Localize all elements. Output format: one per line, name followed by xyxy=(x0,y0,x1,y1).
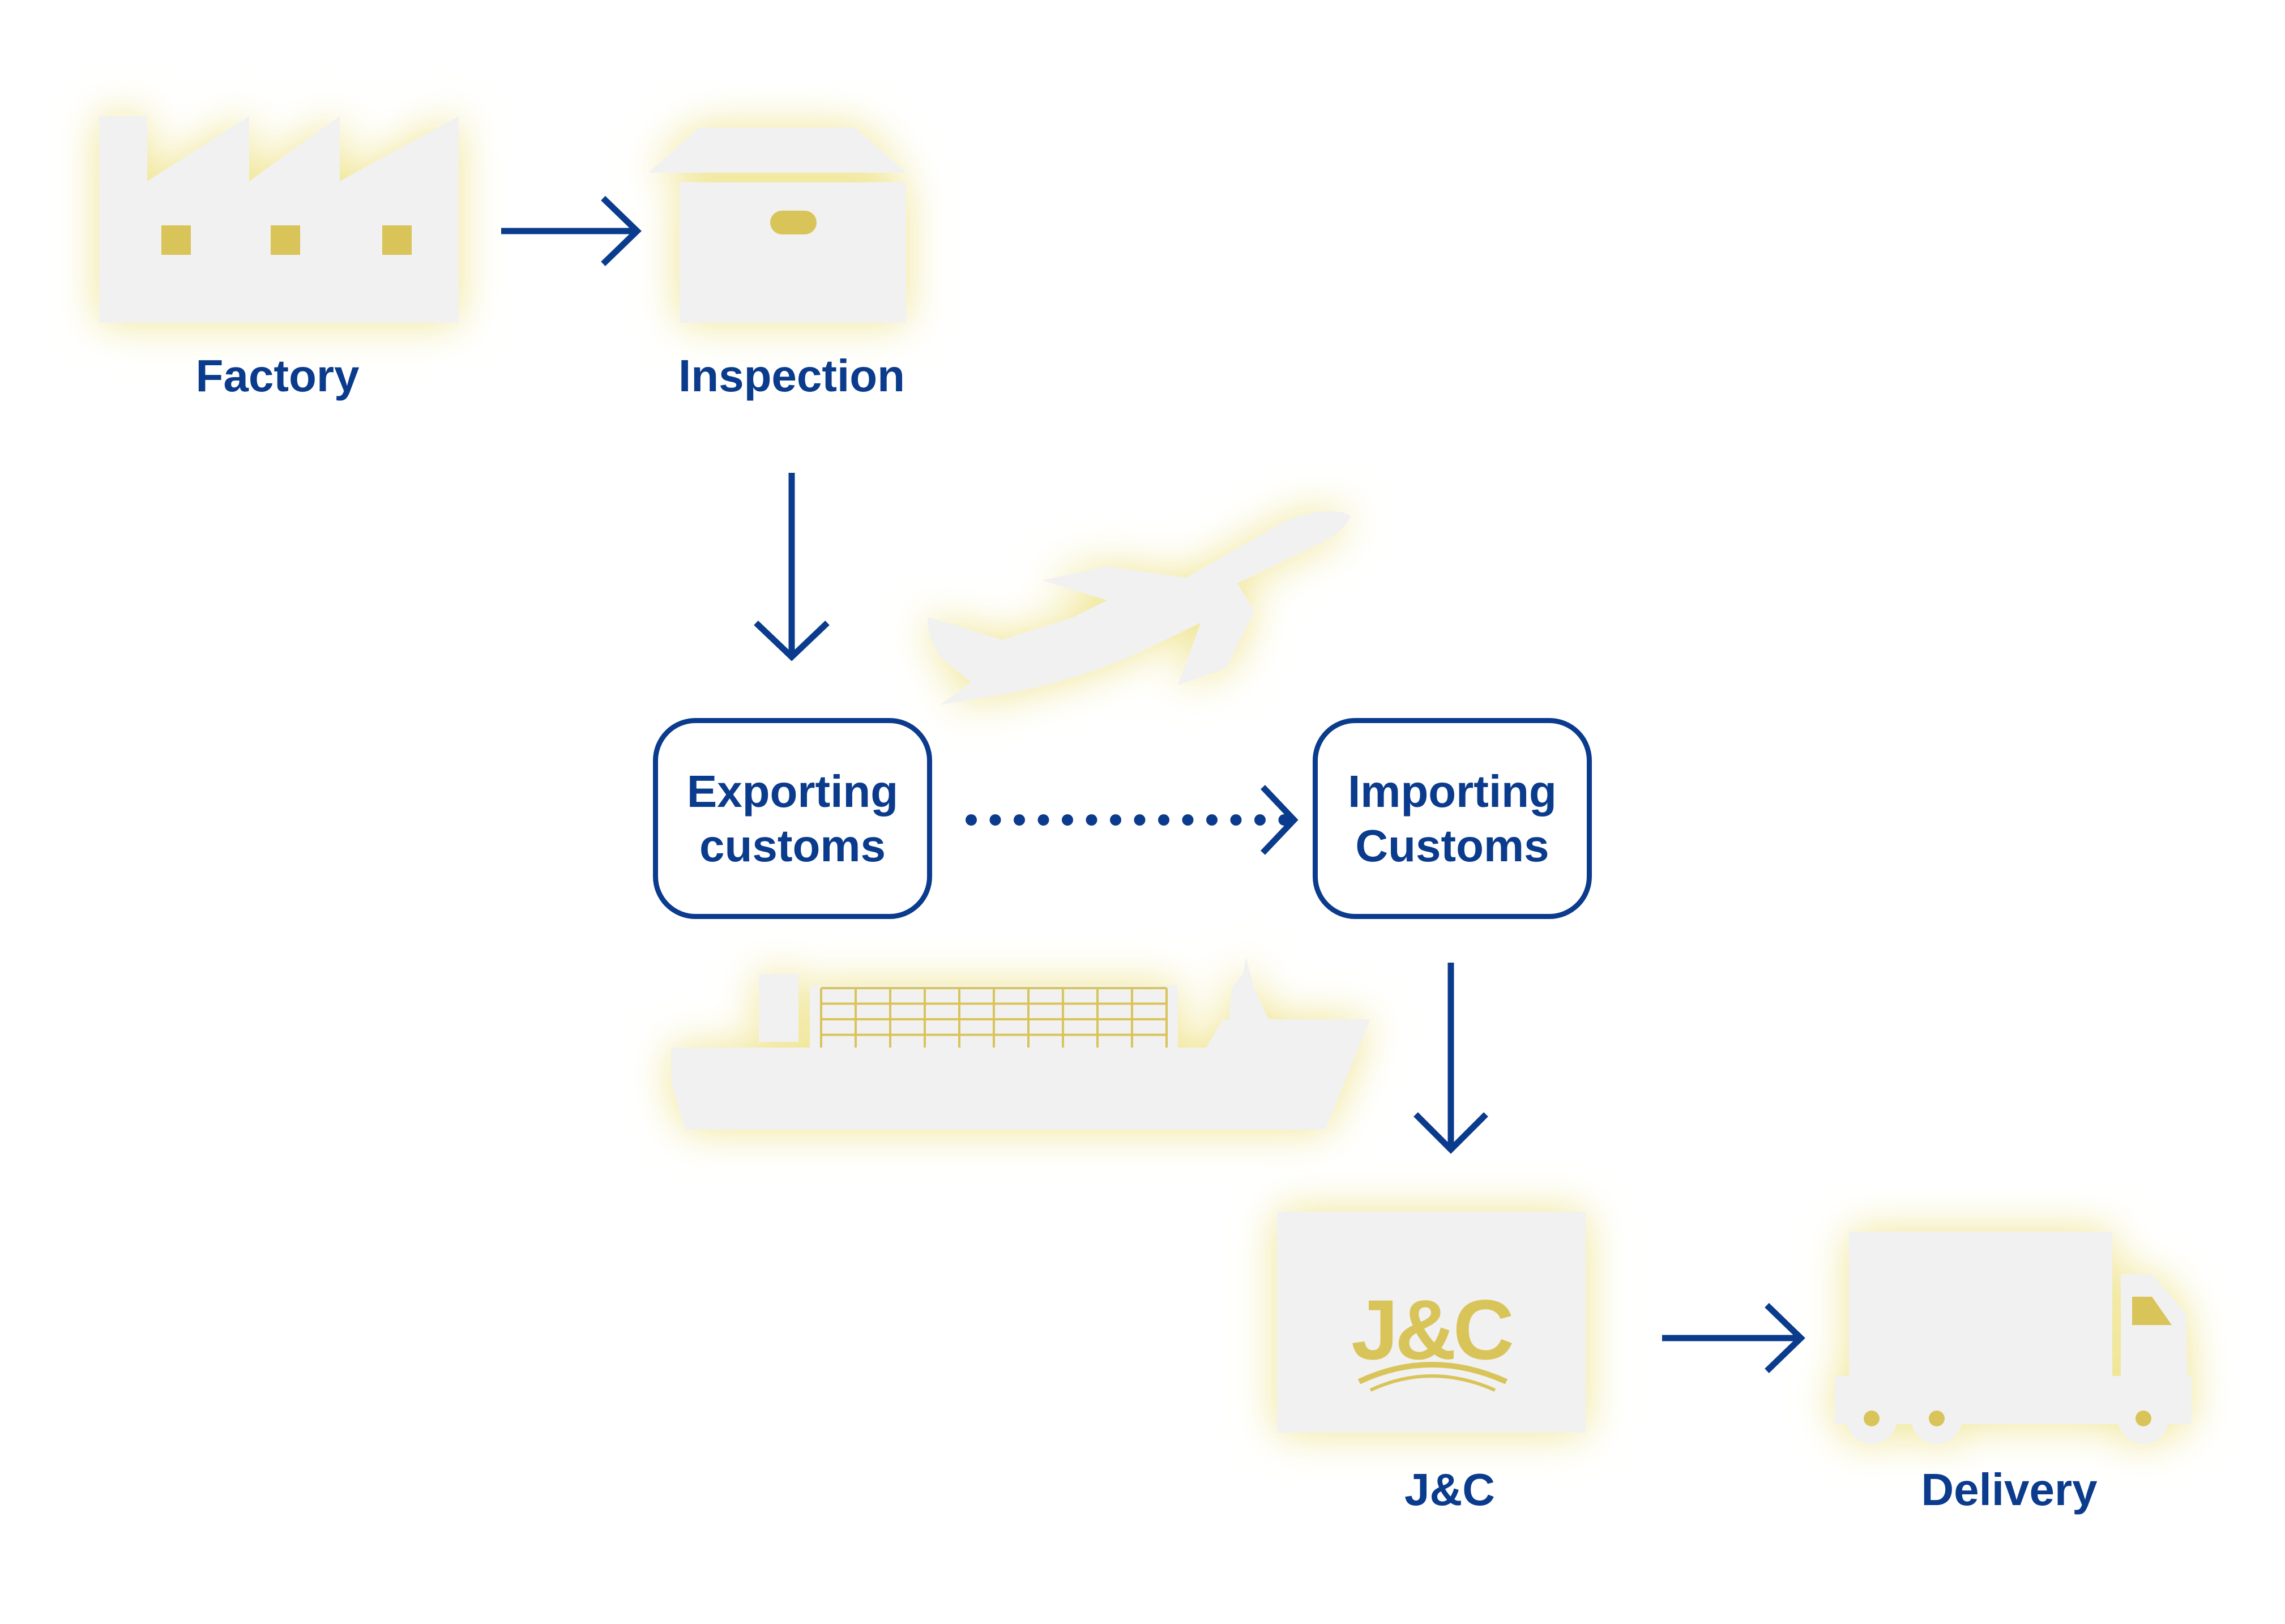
exporting-customs-node: Exporting customs xyxy=(653,718,932,919)
dotted-arrow-dot xyxy=(1110,814,1121,826)
dotted-arrow-dot xyxy=(1037,814,1049,826)
arrow-factory-to-inspection xyxy=(501,196,642,266)
factory-label: Factory xyxy=(195,351,360,401)
importing-customs-line1: Importing xyxy=(1348,766,1557,817)
dotted-arrow-dot xyxy=(1278,814,1290,826)
dotted-arrow-dot xyxy=(966,814,977,826)
arrow-importing-to-jc xyxy=(1413,963,1488,1154)
box-icon xyxy=(648,127,906,323)
factory-icon xyxy=(99,116,459,323)
dotted-arrow-dot xyxy=(1086,814,1097,826)
airplane-icon xyxy=(928,511,1351,705)
delivery-truck-icon xyxy=(1835,1232,2192,1444)
delivery-label: Delivery xyxy=(1921,1464,2098,1515)
dotted-arrow-dot xyxy=(1158,814,1169,826)
dotted-arrow-dot xyxy=(1206,814,1218,826)
exporting-customs-line2: customs xyxy=(699,820,886,871)
arrow-jc-to-delivery xyxy=(1662,1303,1805,1373)
jc-logo-card-icon: J&C xyxy=(1277,1212,1586,1433)
dotted-arrow-dot xyxy=(1254,814,1266,826)
dotted-arrow-dot xyxy=(1230,814,1242,826)
importing-customs-line2: Customs xyxy=(1355,820,1549,871)
importing-customs-node: Importing Customs xyxy=(1313,718,1592,919)
dotted-arrow-dot xyxy=(1014,814,1025,826)
arrow-inspection-to-exporting xyxy=(754,473,830,661)
arrow-exporting-to-importing-dotted xyxy=(966,785,1299,855)
jc-label: J&C xyxy=(1404,1464,1496,1515)
exporting-customs-line1: Exporting xyxy=(686,766,899,817)
dotted-arrow-dot xyxy=(989,814,1001,826)
inspection-label: Inspection xyxy=(678,351,906,401)
container-ship-icon xyxy=(671,957,1370,1130)
dotted-arrow-dot xyxy=(1134,814,1146,826)
jc-logo-text: J&C xyxy=(1351,1282,1513,1377)
dotted-arrow-dot xyxy=(1062,814,1073,826)
dotted-arrow-dot xyxy=(1182,814,1194,826)
